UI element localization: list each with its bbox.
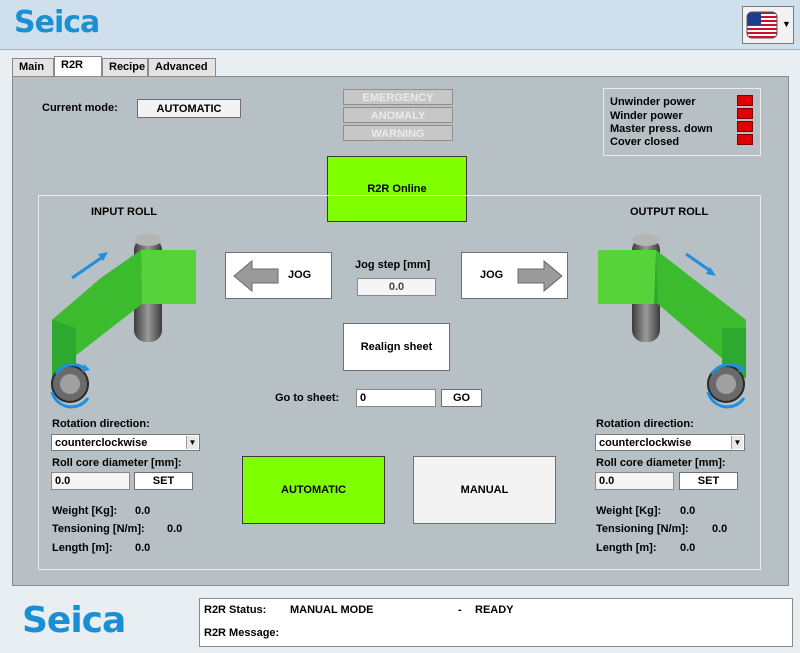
input-roll-title: INPUT ROLL [91, 206, 157, 218]
current-mode-label: Current mode: [42, 102, 118, 114]
cover-closed-label: Cover closed [610, 136, 680, 148]
jog-left-button[interactable]: JOG [225, 252, 332, 299]
input-rotation-value: counterclockwise [55, 437, 148, 449]
jog-right-label: JOG [480, 269, 504, 281]
input-length-value: 0.0 [135, 542, 151, 554]
footer-seica-logo: Seica [22, 600, 126, 641]
status-separator: - [458, 604, 462, 616]
output-weight-value: 0.0 [680, 505, 696, 517]
tab-recipe[interactable]: Recipe [102, 58, 148, 76]
status-state: READY [475, 604, 514, 616]
arrow-right-icon [517, 259, 563, 293]
app-header: Seica ▼ [0, 0, 800, 50]
input-roll-graphic [50, 234, 196, 409]
output-rotation-select[interactable]: counterclockwise ▼ [595, 434, 745, 451]
master-press-label: Master press. down [610, 123, 713, 135]
input-core-label: Roll core diameter [mm]: [52, 457, 182, 469]
status-box: R2R Status: MANUAL MODE - READY R2R Mess… [199, 598, 793, 647]
input-rotation-label: Rotation direction: [52, 418, 150, 430]
status-label: R2R Status: [204, 604, 267, 616]
input-tension-label: Tensioning [N/m]: [52, 523, 145, 535]
us-flag-icon [746, 11, 778, 39]
winder-power-label: Winder power [610, 110, 683, 122]
unwinder-power-label: Unwinder power [610, 96, 696, 108]
r2r-online-button[interactable]: R2R Online [327, 156, 467, 222]
message-label: R2R Message: [204, 627, 280, 639]
winder-power-led [737, 108, 753, 119]
seica-logo: Seica [14, 5, 100, 40]
input-rotation-select[interactable]: counterclockwise ▼ [51, 434, 200, 451]
output-rotation-label: Rotation direction: [596, 418, 694, 430]
output-length-value: 0.0 [680, 542, 696, 554]
arrow-left-icon [233, 259, 279, 293]
output-roll-title: OUTPUT ROLL [630, 206, 709, 218]
output-set-button[interactable]: SET [679, 472, 738, 490]
chevron-down-icon: ▼ [186, 436, 198, 449]
chevron-down-icon: ▼ [731, 436, 743, 449]
current-mode-value: AUTOMATIC [137, 99, 241, 118]
input-tension-value: 0.0 [167, 523, 183, 535]
manual-mode-button[interactable]: MANUAL [413, 456, 556, 524]
jog-step-label: Jog step [mm] [355, 259, 431, 271]
output-rotation-value: counterclockwise [599, 437, 692, 449]
output-length-label: Length [m]: [596, 542, 657, 554]
chevron-down-icon: ▼ [782, 19, 791, 29]
output-tension-value: 0.0 [712, 523, 728, 535]
output-core-label: Roll core diameter [mm]: [596, 457, 726, 469]
input-core-input[interactable]: 0.0 [51, 472, 130, 490]
jog-step-input[interactable]: 0.0 [357, 278, 436, 296]
anomaly-indicator: ANOMALY [343, 107, 453, 123]
output-tension-label: Tensioning [N/m]: [596, 523, 689, 535]
automatic-mode-button[interactable]: AUTOMATIC [242, 456, 385, 524]
rolls-frame [38, 195, 761, 570]
status-mode: MANUAL MODE [290, 604, 374, 616]
tab-advanced[interactable]: Advanced [148, 58, 216, 76]
input-set-button[interactable]: SET [134, 472, 193, 490]
power-status-box: Unwinder power Winder power Master press… [603, 88, 761, 156]
output-core-input[interactable]: 0.0 [595, 472, 674, 490]
emergency-indicator: EMERGENCY [343, 89, 453, 105]
tab-main[interactable]: Main [12, 58, 54, 76]
input-weight-value: 0.0 [135, 505, 151, 517]
tab-r2r[interactable]: R2R [54, 56, 102, 77]
output-weight-label: Weight [Kg]: [596, 505, 662, 517]
warning-indicator: WARNING [343, 125, 453, 141]
jog-right-button[interactable]: JOG [461, 252, 568, 299]
goto-sheet-label: Go to sheet: [275, 392, 340, 404]
output-roll-graphic [598, 234, 746, 409]
input-weight-label: Weight [Kg]: [52, 505, 118, 517]
realign-sheet-button[interactable]: Realign sheet [343, 323, 450, 371]
master-press-led [737, 121, 753, 132]
language-selector[interactable]: ▼ [742, 6, 794, 44]
input-length-label: Length [m]: [52, 542, 113, 554]
jog-left-label: JOG [288, 269, 312, 281]
unwinder-power-led [737, 95, 753, 106]
cover-closed-led [737, 134, 753, 145]
go-button[interactable]: GO [441, 389, 482, 407]
goto-sheet-input[interactable]: 0 [356, 389, 436, 407]
